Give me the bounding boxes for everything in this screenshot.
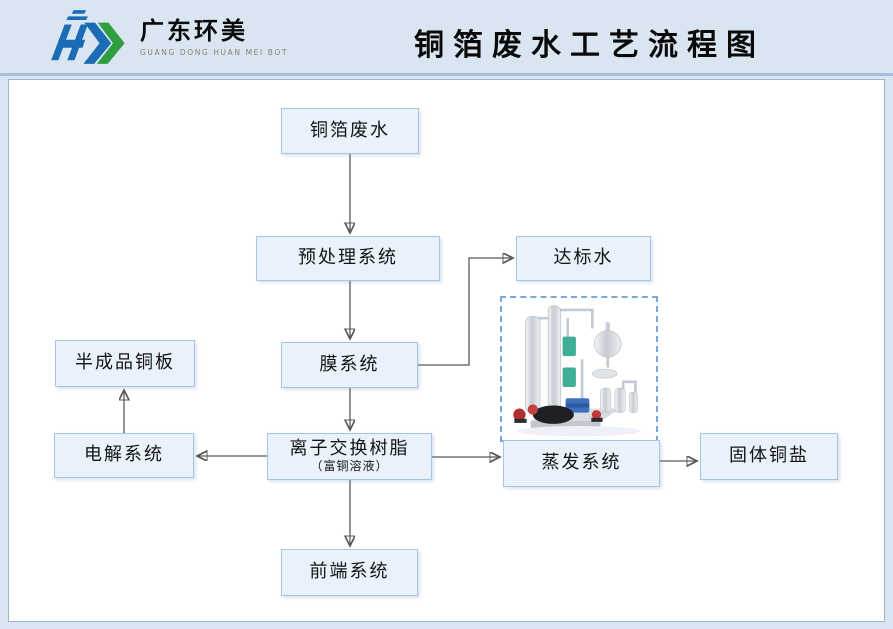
- node-label: 膜系统: [319, 353, 380, 375]
- node-sublabel: （富铜溶液）: [310, 459, 389, 474]
- node-label: 半成品铜板: [75, 352, 175, 374]
- node-label: 达标水: [553, 247, 614, 269]
- company-subtitle: GUANG DONG HUAN MEI BOT: [140, 47, 289, 57]
- node-label: 离子交换树脂: [289, 437, 410, 459]
- flow-node-compliant-water: 达标水: [516, 236, 651, 281]
- equipment-photo-frame: [500, 296, 658, 442]
- flow-node-front-end-system: 前端系统: [281, 549, 418, 596]
- flow-node-membrane-system: 膜系统: [281, 342, 418, 388]
- flow-node-evaporation-system: 蒸发系统: [503, 440, 660, 487]
- node-label: 电解系统: [84, 444, 164, 466]
- evaporation-system-equipment-photo: [513, 305, 641, 437]
- flow-node-ion-exchange-resin: 离子交换树脂 （富铜溶液）: [267, 433, 432, 480]
- flow-node-solid-copper-salt: 固体铜盐: [700, 433, 838, 480]
- flow-node-semi-finished-copper-plate: 半成品铜板: [55, 340, 195, 387]
- huanmei-logo-icon: [51, 10, 125, 64]
- node-label: 铜箔废水: [310, 119, 390, 141]
- flow-node-copper-foil-wastewater: 铜箔废水: [281, 108, 419, 154]
- node-label: 固体铜盐: [729, 445, 809, 467]
- page-title: 铜箔废水工艺流程图: [414, 28, 765, 63]
- header-bar: 广东环美 GUANG DONG HUAN MEI BOT 铜箔废水工艺流程图: [0, 0, 893, 76]
- company-brand: 广东环美 GUANG DONG HUAN MEI BOT: [44, 6, 288, 68]
- node-label: 预处理系统: [298, 247, 398, 269]
- flow-node-pretreatment-system: 预处理系统: [256, 236, 440, 281]
- company-name-block: 广东环美 GUANG DONG HUAN MEI BOT: [140, 17, 288, 57]
- node-label: 蒸发系统: [541, 452, 622, 474]
- flow-node-electrolysis-system: 电解系统: [54, 433, 194, 478]
- company-name: 广东环美: [140, 17, 248, 46]
- node-label: 前端系统: [309, 561, 390, 583]
